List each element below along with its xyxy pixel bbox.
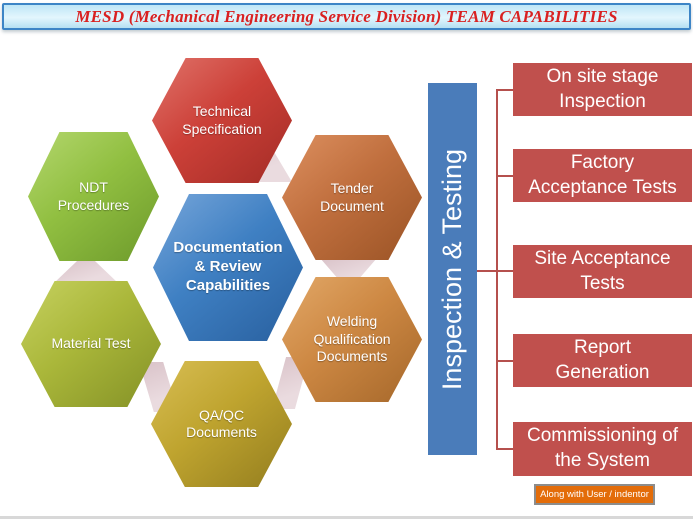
box-site-acceptance-tests: Site Acceptance Tests bbox=[513, 245, 692, 298]
box-commissioning-of-system: Commissioning of the System bbox=[513, 422, 692, 476]
box-on-site-stage-inspection: On site stage Inspection bbox=[513, 63, 692, 116]
hexagon-label: Documentation & Review Capabilities bbox=[173, 239, 283, 294]
hexagon-label: NDT Procedures bbox=[57, 179, 130, 213]
cycle-connector-arrow bbox=[54, 261, 118, 283]
hexagon-label: Tender Document bbox=[320, 180, 384, 214]
bracket-connector-line bbox=[477, 270, 514, 272]
slide-bottom-edge bbox=[0, 516, 693, 519]
footnote-along-with-user-indentor: Along with User / indentor bbox=[534, 484, 655, 505]
hexagon-documentation-review-capabilities: Documentation & Review Capabilities bbox=[153, 194, 303, 341]
bracket-vertical-line bbox=[496, 89, 498, 450]
title-bar: MESD (Mechanical Engineering Service Div… bbox=[2, 3, 691, 30]
bracket-connector-line bbox=[496, 89, 514, 91]
hexagon-label: Material Test bbox=[51, 335, 131, 352]
hexagon-ndt-procedures: NDT Procedures bbox=[28, 132, 159, 261]
hexagon-material-test: Material Test bbox=[21, 281, 161, 407]
box-report-generation: Report Generation bbox=[513, 334, 692, 387]
bracket-connector-line bbox=[496, 360, 514, 362]
box-factory-acceptance-tests: Factory Acceptance Tests bbox=[513, 149, 692, 202]
slide-title: MESD (Mechanical Engineering Service Div… bbox=[75, 6, 618, 26]
hexagon-qa-qc-documents: QA/QC Documents bbox=[151, 361, 292, 487]
hexagon-welding-qualification-documents: Welding Qualification Documents bbox=[282, 277, 422, 402]
hexagon-label: Welding Qualification Documents bbox=[313, 313, 391, 365]
hexagon-label: QA/QC Documents bbox=[186, 406, 257, 441]
inspection-testing-label: Inspection & Testing bbox=[437, 148, 467, 390]
hexagon-tender-document: Tender Document bbox=[282, 135, 422, 260]
inspection-testing-bar: Inspection & Testing bbox=[428, 83, 477, 455]
hexagon-technical-specification: Technical Specification bbox=[152, 58, 292, 183]
bracket-connector-line bbox=[496, 175, 514, 177]
bracket-connector-line bbox=[496, 448, 514, 450]
hexagon-label: Technical Specification bbox=[182, 103, 262, 137]
